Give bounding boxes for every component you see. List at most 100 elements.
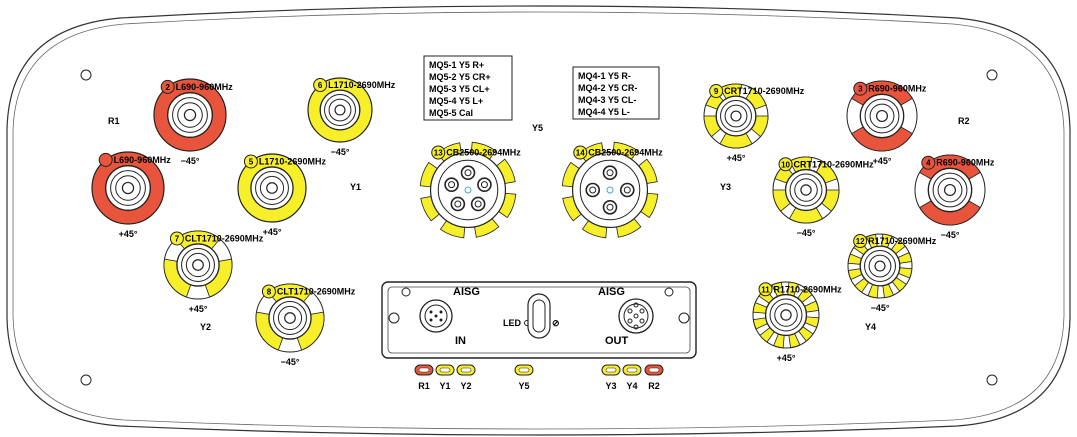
indicator-label: Y2: [460, 381, 471, 391]
port-tilt-label: −45°: [941, 230, 960, 240]
port-body: [864, 250, 896, 282]
port-number: 6: [318, 81, 323, 90]
indicator-y1: Y1: [435, 364, 455, 391]
group-label-r2: R2: [958, 116, 970, 126]
connector-pin-core: [474, 200, 482, 208]
port-number-badge: 9: [709, 84, 724, 99]
port-number-badge: 8: [261, 284, 276, 299]
port-body: [172, 97, 208, 133]
port-number: 11: [761, 285, 770, 294]
port-frequency-label: L1710-2690MHz: [259, 156, 327, 166]
port-number-badge: 10: [778, 157, 793, 172]
port-y4-11[interactable]: 11 R1710-2690MHz +45°: [752, 281, 843, 363]
port-frequency-label: R690-960MHz: [868, 84, 927, 94]
indicator-label: Y1: [439, 381, 450, 391]
port-number-badge: 4: [921, 155, 936, 170]
indicator-label: Y3: [605, 381, 616, 391]
aisg-in-title: AISG: [453, 286, 480, 298]
port-tilt-label: +45°: [777, 353, 796, 363]
port-number-badge: 5: [243, 154, 258, 169]
indicator-swatch-inner: [626, 367, 638, 373]
port-frequency-label: CRT1710-2690MHz: [794, 159, 875, 169]
port-number-badge: 7: [169, 231, 184, 246]
connector-pin: [444, 177, 459, 192]
aisg-out-connector[interactable]: [618, 298, 654, 334]
port-hex-nut: [250, 166, 294, 210]
indicator-r1: R1: [414, 364, 434, 391]
indicator-swatch-inner: [418, 367, 430, 373]
connector-pin: [470, 196, 486, 212]
port-number: 9: [714, 87, 719, 96]
connector-pin: [450, 196, 466, 212]
mq5-legend-line: MQ5-4 Y5 L+: [429, 96, 483, 106]
mq4-legend-line: MQ4-3 Y5 CL-: [578, 95, 636, 105]
connector-pin-core: [606, 169, 614, 177]
group-label-y3: Y3: [720, 182, 731, 192]
screw-icon: [401, 287, 411, 297]
port-body: [864, 98, 900, 134]
port-tilt-label: −45°: [797, 228, 816, 238]
port-dielectric: [277, 305, 303, 331]
port-number: 10: [781, 160, 790, 169]
connector-pin: [602, 165, 618, 181]
port-number: 2: [165, 83, 170, 92]
port-y3-10[interactable]: 10 CRT1710-2690MHz −45°: [772, 156, 875, 238]
mounting-hole: [80, 374, 92, 386]
indicator-y5: Y5: [514, 364, 534, 391]
port-center-pin: [875, 109, 889, 123]
mq5-legend: MQ5-1 Y5 R+ MQ5-2 Y5 CR+ MQ5-3 Y5 CL+ MQ…: [423, 55, 513, 121]
indicator-r2: R2: [644, 364, 664, 391]
port-number: 8: [267, 287, 272, 296]
port-frequency-label: R1710-2690MHz: [774, 284, 843, 294]
port-dielectric: [177, 102, 203, 128]
screw-icon: [388, 312, 400, 324]
indicator-swatch-inner: [439, 367, 451, 373]
aisg-in-connector[interactable]: [419, 299, 453, 333]
port-tilt-label: −45°: [331, 147, 350, 157]
port-center-pin: [266, 182, 278, 194]
group-label-r1: R1: [108, 116, 120, 126]
mounting-hole: [986, 69, 998, 81]
port-number: 13: [434, 149, 443, 158]
connector-pin: [619, 182, 635, 198]
mq5-legend-line: MQ5-3 Y5 CL+: [429, 84, 490, 94]
port-body: [769, 298, 803, 332]
port-center-pin: [183, 108, 197, 122]
port-center-pin: [284, 312, 296, 324]
port-tilt-label: +45°: [263, 227, 282, 237]
port-hex-nut: [176, 243, 220, 287]
mq5-legend-line: MQ5-2 Y5 CR+: [429, 72, 491, 82]
aisg-in-label: IN: [455, 335, 466, 347]
port-hex-nut: [105, 165, 151, 211]
port-frequency-label: R1710-2690MHz: [868, 236, 937, 246]
port-frequency-label: CB2500-2694MHz: [588, 148, 663, 158]
indicator-label: R1: [418, 381, 430, 391]
port-tilt-label: −45°: [871, 303, 890, 313]
port-r1-1[interactable]: L690-960MHz+45°: [91, 151, 171, 239]
port-number-badge: 6: [313, 78, 328, 93]
port-tilt-label: −45°: [281, 357, 300, 367]
port-dielectric: [185, 252, 211, 278]
port-hex-nut: [784, 168, 828, 212]
connector-pin-core: [454, 200, 462, 208]
port-dielectric: [937, 177, 963, 203]
screw-icon: [664, 287, 674, 297]
port-frequency-label: L690-960MHz: [176, 82, 234, 92]
port-hex-nut: [927, 167, 973, 213]
connector-pin-core: [606, 203, 614, 211]
connector-pin-core: [464, 169, 472, 177]
port-number: 4: [926, 159, 931, 168]
group-label-y4: Y4: [865, 322, 876, 332]
